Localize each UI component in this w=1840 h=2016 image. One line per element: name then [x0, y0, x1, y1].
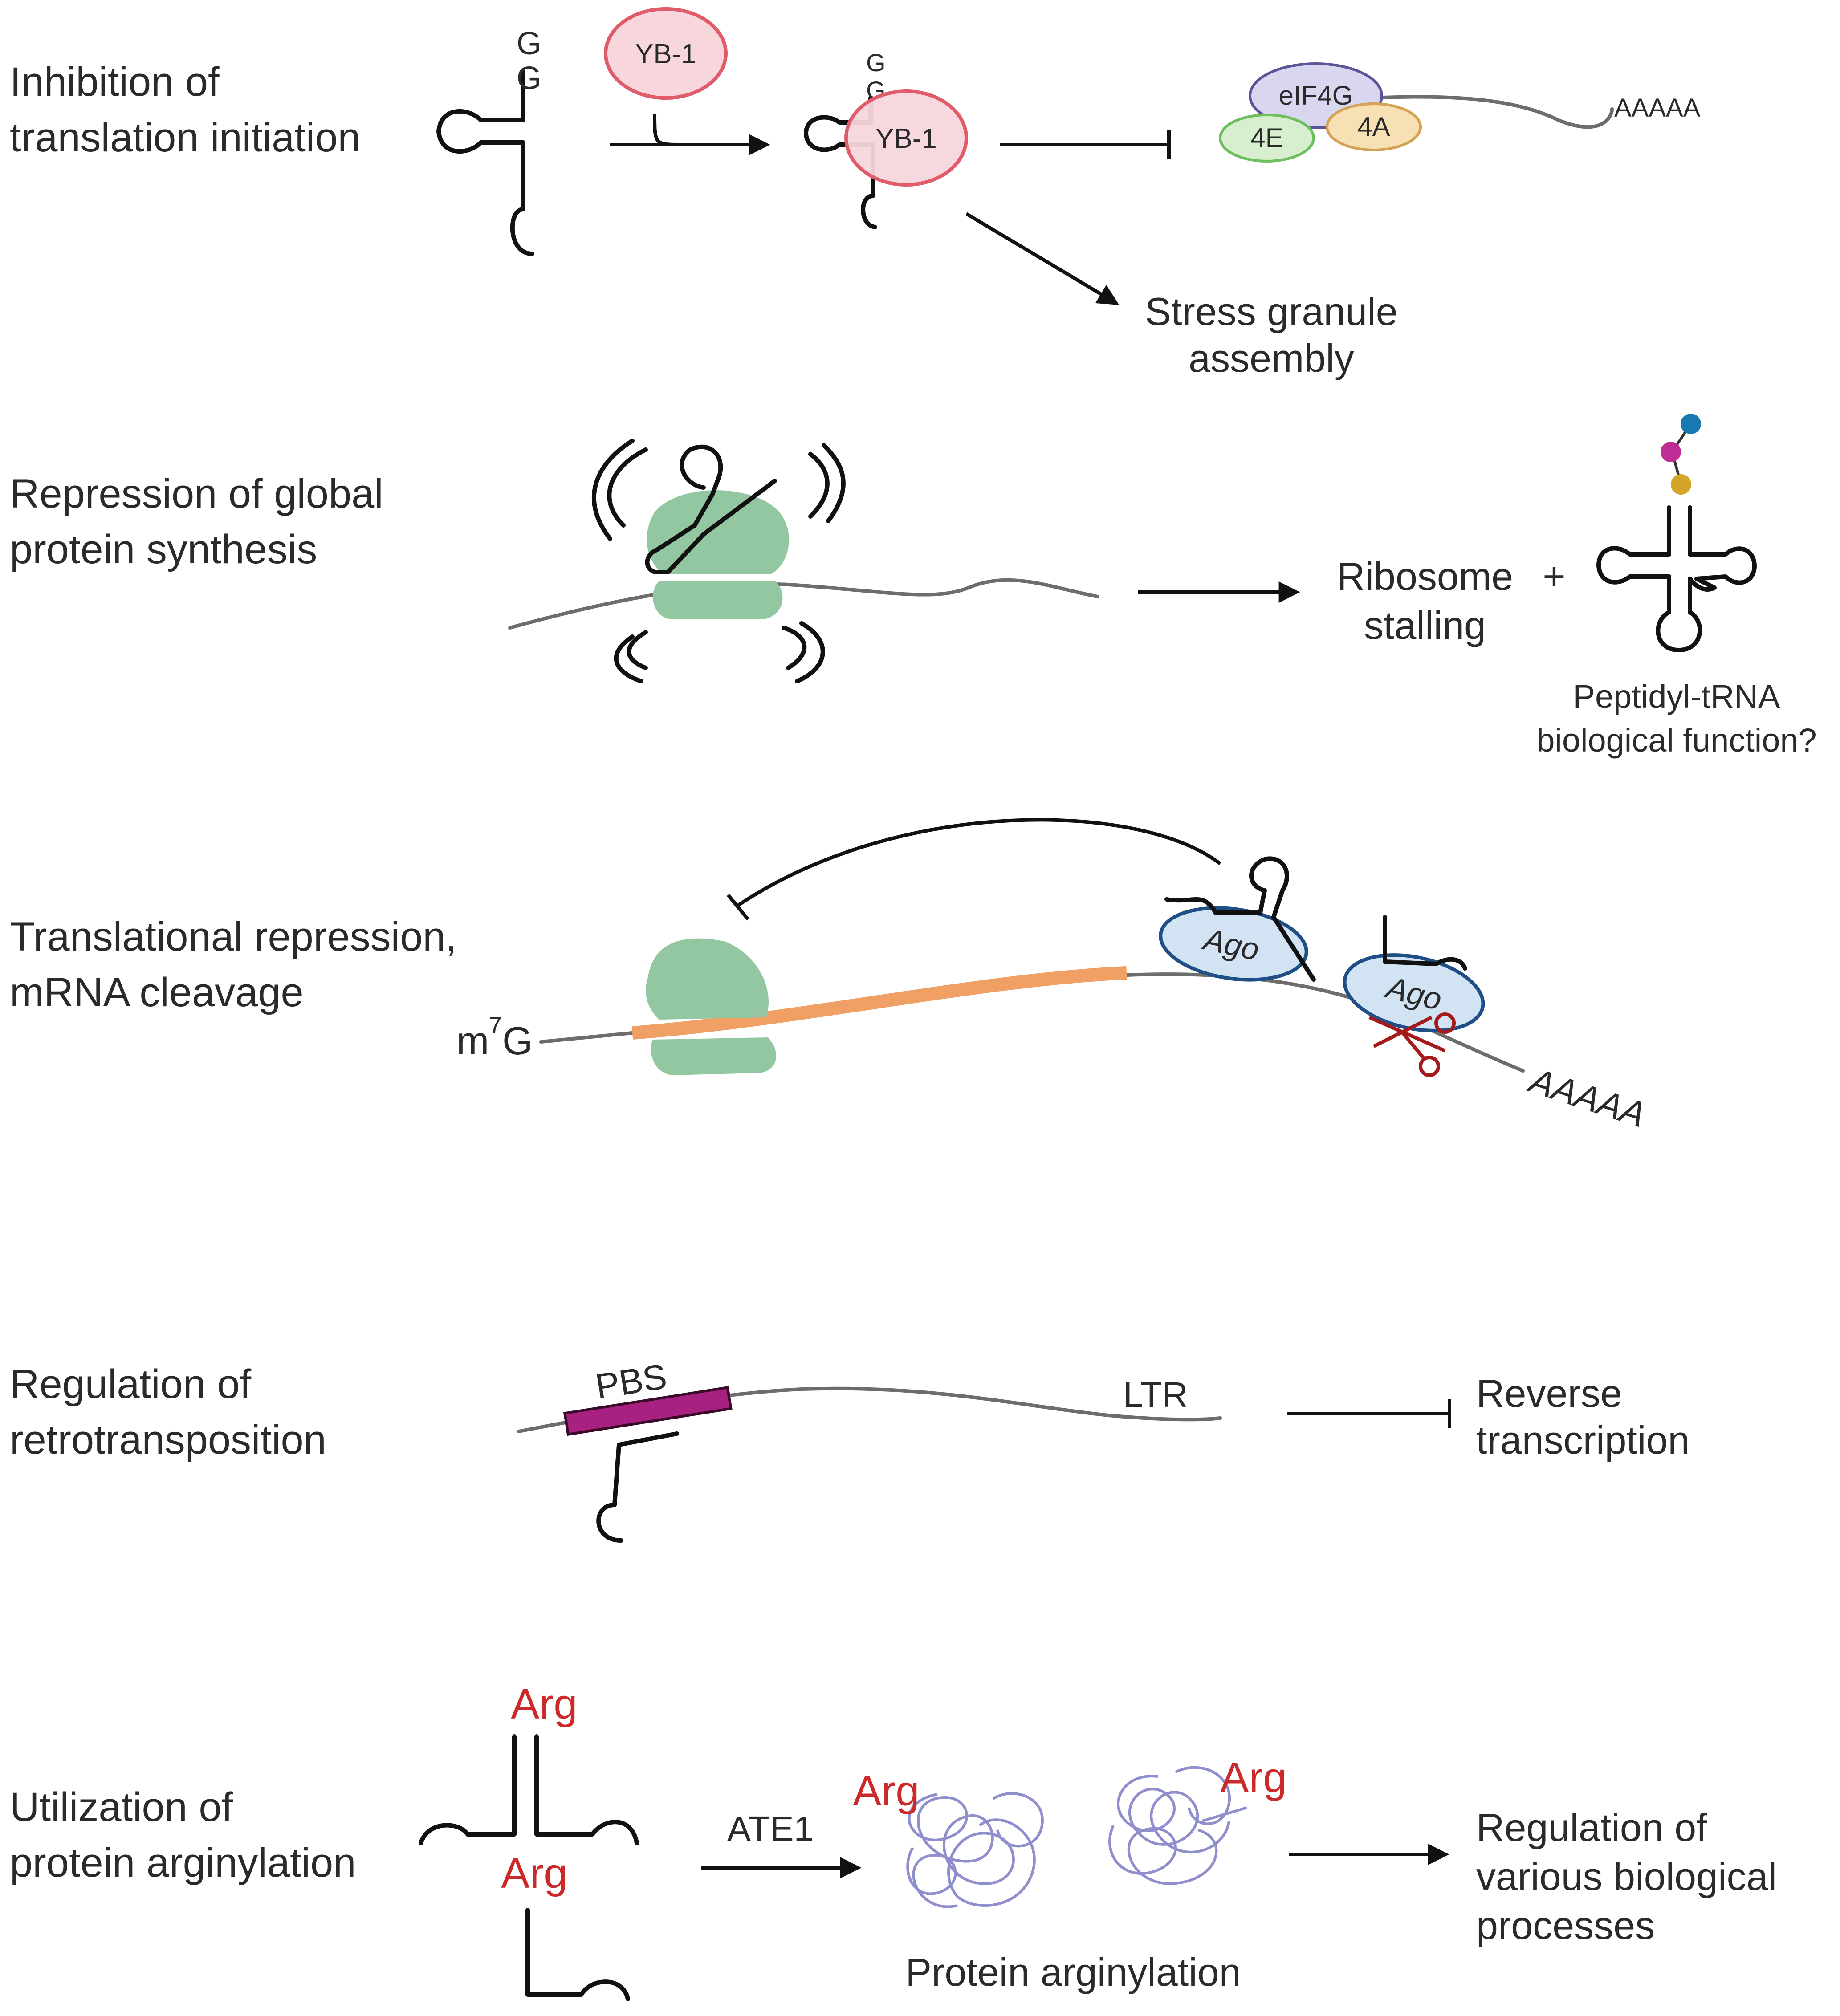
row3-label-line2: mRNA cleavage [10, 970, 304, 1015]
vibration-arc-bl2 [614, 634, 643, 683]
row3-polya: AAAAA [1523, 1060, 1650, 1134]
trf-hairpin [436, 69, 534, 256]
trna-fragment-lower [525, 1908, 630, 2001]
regulation-line2: various biological [1476, 1854, 1777, 1898]
row2-global-synthesis: Ribosome stalling + Peptidyl-tRNA biolog… [508, 414, 1817, 759]
g-small-1: G [866, 49, 886, 77]
arg-label-protein2: Arg [1220, 1754, 1286, 1801]
trna-fragment-left [419, 1734, 517, 1845]
ribosome-stalling-line2: stalling [1364, 603, 1486, 647]
row4-label-line2: retrotransposition [10, 1417, 326, 1463]
eif4e-label: 4E [1250, 123, 1283, 153]
arg-label-protein1: Arg [853, 1767, 919, 1815]
row-labels: Inhibition of translation initiation Rep… [10, 59, 457, 1886]
row5-label-line1: Utilization of [10, 1784, 233, 1830]
arg-label-mid: Arg [501, 1849, 567, 1897]
vibration-arc-tl1 [607, 447, 648, 528]
row4-retrotransposition: PBS LTR Reverse transcription [517, 1356, 1689, 1543]
eif4a-label: 4A [1357, 112, 1390, 142]
protein-arginylation-caption: Protein arginylation [905, 1950, 1241, 1994]
regulation-line3: processes [1476, 1903, 1655, 1947]
stress-granule-line1: Stress granule [1145, 289, 1397, 333]
arg-label-top: Arg [511, 1680, 577, 1728]
peptidyl-trna-caption-line2: biological function? [1536, 722, 1816, 759]
ribosome-small-subunit [653, 581, 783, 619]
vibration-arc-bl1 [627, 630, 648, 670]
row1-label-line1: Inhibition of [10, 59, 220, 105]
plus-sign: + [1543, 554, 1565, 598]
row5-label-line2: protein arginylation [10, 1840, 356, 1886]
vibration-arc-tl2 [592, 439, 635, 541]
pbs-bound-trf [596, 1431, 679, 1543]
trna-cloverleaf [1596, 505, 1757, 652]
peptide-residue-gold [1671, 474, 1691, 495]
vibration-arc-tr2 [822, 443, 846, 523]
yb1-free-label: YB-1 [635, 39, 696, 69]
scissors-icon [1368, 1012, 1456, 1077]
eif4a-protein [1326, 102, 1422, 151]
eif4g-label: eIF4G [1279, 81, 1353, 110]
row1-label-line2: translation initiation [10, 115, 361, 160]
stress-granule-arrow [965, 212, 1119, 305]
pbs-box [563, 1386, 733, 1436]
g-letter-1: G [517, 26, 541, 61]
row1-translation-initiation: G G YB-1 G G YB-1 eIF4G 4E 4A AAAAA Stre… [436, 7, 1701, 380]
row2-label-line1: Repression of global [10, 471, 383, 516]
peptide-residue-blue [1681, 414, 1701, 434]
ago-inhibition-arc [736, 818, 1221, 908]
row3-mrna-cleavage: m 7 G Ago Ago AAAAA [456, 818, 1650, 1135]
row2-label-line2: protein synthesis [10, 527, 317, 572]
yb1-free-protein [604, 7, 728, 100]
ago-trf-2 [1383, 915, 1467, 971]
g-letter-2: G [517, 61, 541, 96]
yb1-bound-label: YB-1 [875, 123, 937, 154]
trf-bound [804, 96, 877, 229]
cap-superscript: 7 [489, 1012, 502, 1038]
row3-ribosome-small [651, 1037, 777, 1075]
trna-fragment-right [534, 1734, 639, 1845]
row3-mrna-utr5 [539, 1031, 634, 1044]
yb1-bound-protein [844, 89, 968, 187]
ago-protein-1 [1159, 906, 1308, 982]
cap-g: G [502, 1019, 533, 1063]
ribosome-stalling-line1: Ribosome [1337, 554, 1513, 598]
row2-mrna [508, 578, 1099, 630]
row3-label-line1: Translational repression, [10, 914, 457, 959]
vibration-arc-br2 [795, 621, 825, 683]
ate1-label: ATE1 [727, 1809, 814, 1849]
arginylated-protein-2 [1108, 1766, 1247, 1885]
row5-arginylation: Arg Arg ATE1 Arg Arg Protein arginylatio… [419, 1680, 1777, 2001]
ago-inhibition-bar [726, 894, 750, 921]
ltr-label: LTR [1123, 1375, 1188, 1414]
cap-m: m [456, 1019, 489, 1063]
reverse-transcription-line1: Reverse [1476, 1371, 1622, 1415]
arginylated-protein-1 [906, 1792, 1044, 1908]
vibration-arc-tr1 [808, 452, 830, 519]
eif4f-mrna [1370, 95, 1614, 129]
row3-cds [631, 966, 1127, 1040]
peptide-residue-magenta [1661, 442, 1681, 462]
eif4e-protein [1219, 114, 1315, 163]
stress-granule-line2: assembly [1189, 336, 1354, 380]
ago-protein-2 [1343, 953, 1485, 1032]
reverse-transcription-line2: transcription [1476, 1418, 1689, 1462]
peptidyl-trna-caption-line1: Peptidyl-tRNA [1573, 678, 1780, 715]
row3-ribosome-large [646, 938, 769, 1020]
yb1-binding-arrow [653, 113, 677, 146]
vibration-arc-br1 [782, 626, 807, 670]
ago-trf-1 [1164, 856, 1316, 982]
row1-polya: AAAAA [1614, 93, 1701, 122]
regulation-line1: Regulation of [1476, 1805, 1707, 1849]
ribosome-trna [645, 444, 777, 574]
row4-label-line1: Regulation of [10, 1362, 252, 1407]
ribosome-large-subunit [647, 490, 789, 574]
